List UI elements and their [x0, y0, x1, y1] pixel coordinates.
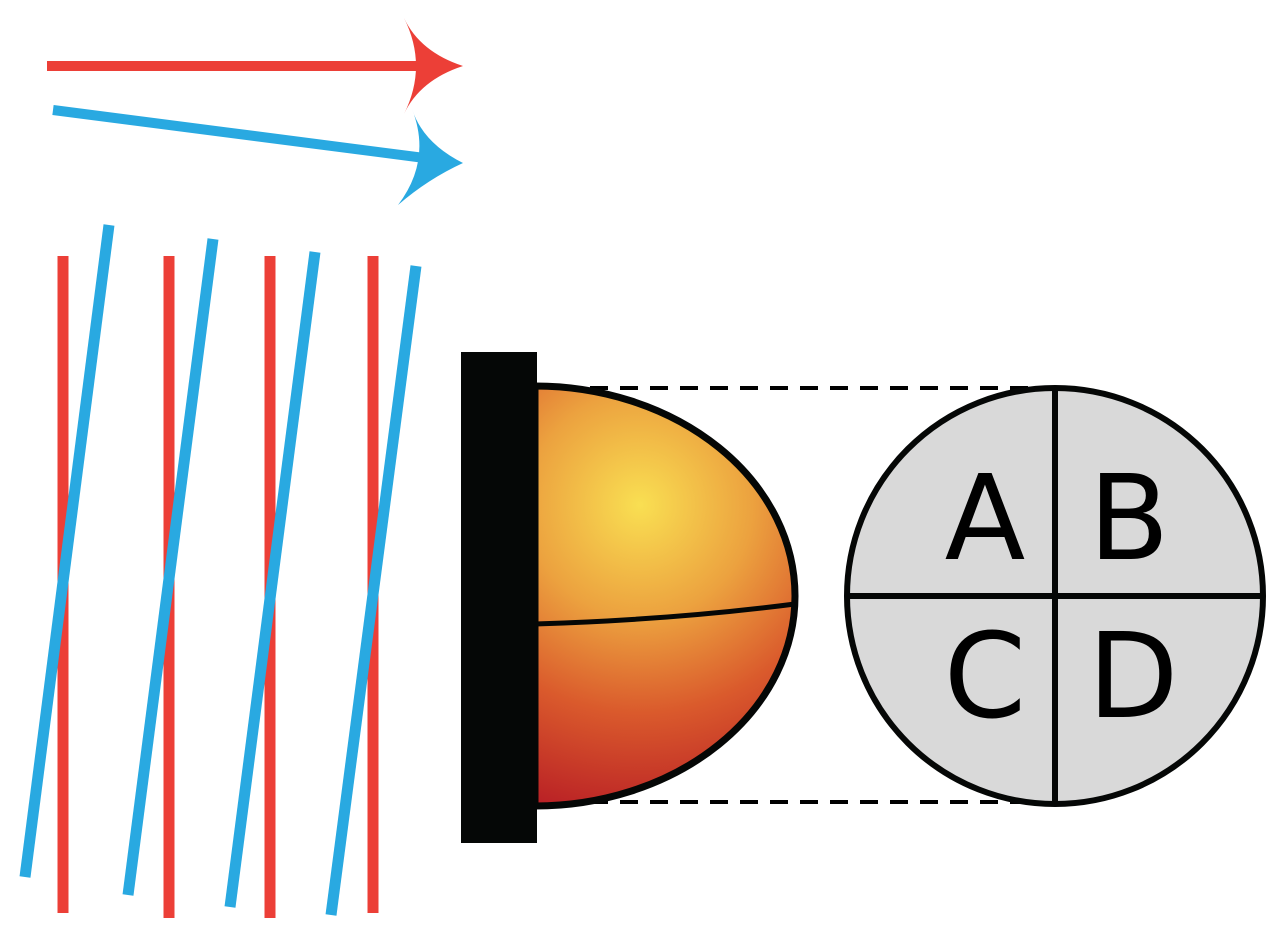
blue-line [122, 238, 219, 896]
blue-line [325, 265, 422, 916]
red-arrow-icon [47, 18, 463, 114]
quadrant-label-a: A [945, 449, 1026, 587]
quadrant-label-c: C [944, 607, 1026, 745]
blue-lines [19, 224, 422, 916]
blue-line [19, 224, 115, 878]
mount-bar [461, 352, 537, 843]
hemisphere-lens [531, 382, 799, 810]
blue-line [224, 251, 321, 908]
quadrant-detector: A B C D [844, 385, 1266, 807]
blue-arrow-icon [52, 105, 463, 205]
quadrant-label-b: B [1089, 449, 1170, 587]
red-lines [57, 256, 379, 918]
projection-lines [560, 386, 1055, 804]
quadrant-label-d: D [1088, 607, 1179, 745]
